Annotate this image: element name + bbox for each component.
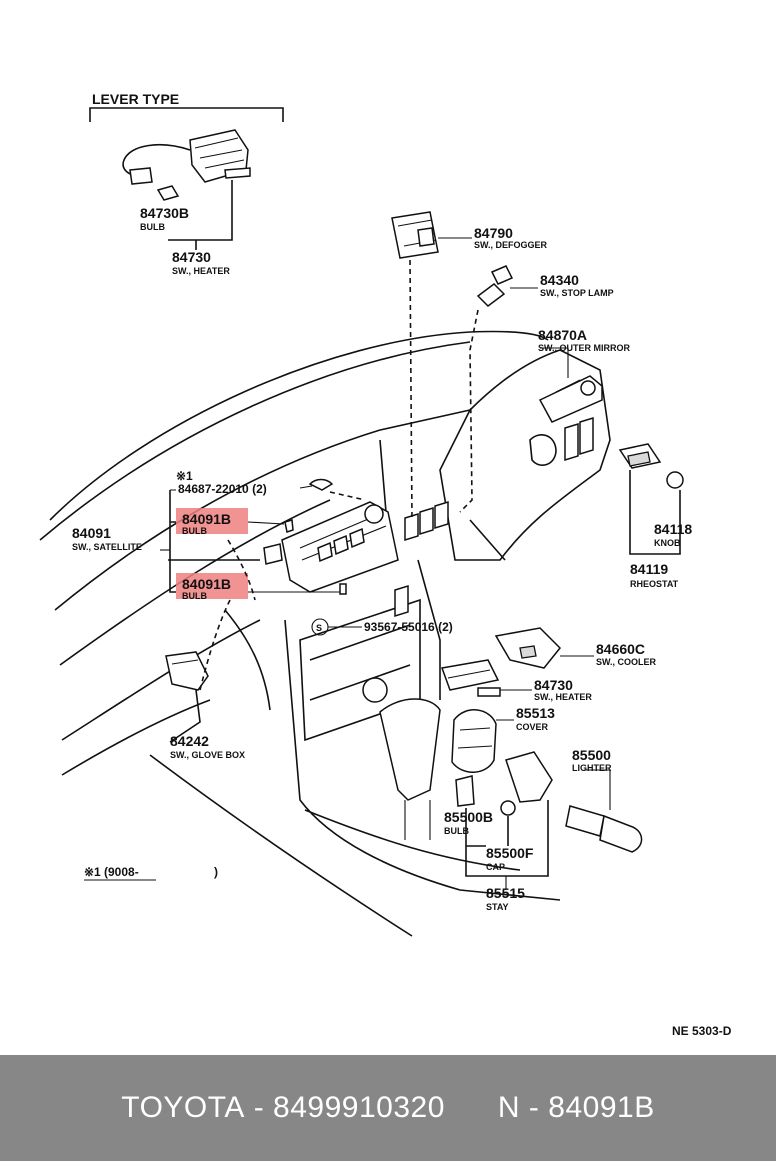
part-desc-84870A: SW., OUTER MIRROR [538, 343, 631, 353]
part-number-85500B: 85500B [444, 809, 493, 825]
cooler-switch: 84660C SW., COOLER [494, 627, 657, 669]
part-desc-84660C: SW., COOLER [596, 657, 657, 667]
stop-lamp-switch: 84340 SW., STOP LAMP [459, 265, 614, 513]
part-desc-84730-lever: SW., HEATER [172, 266, 230, 276]
parts-diagram: LEVER TYPE 84730B BULB 84730 SW., HEATER [39, 91, 732, 1038]
heater-switch-lower: 84730 SW., HEATER [440, 659, 592, 702]
footer-ref-separator: - [520, 1091, 549, 1124]
part-number-84119: 84119 [630, 561, 668, 577]
part-number-84091: 84091 [72, 525, 111, 541]
highlight-84091B-upper [176, 508, 248, 534]
footer-ref-part: 84091B [548, 1091, 655, 1124]
part-number-85513: 85513 [516, 705, 555, 721]
footnote-text: (9008- [104, 865, 139, 879]
part-desc-84118: KNOB [654, 538, 681, 548]
part-number-84870A: 84870A [538, 327, 587, 343]
part-desc-85500: LIGHTER [572, 763, 612, 773]
footer-brand: TOYOTA [121, 1091, 245, 1124]
rheostat-assembly: 84118 KNOB 84119 RHEOSTAT [618, 443, 692, 589]
part-number-85500F: 85500F [486, 845, 534, 861]
reference-code: NE 5303-D [672, 1024, 732, 1038]
part-number-84091B-upper: 84091B [182, 511, 231, 527]
part-number-84730B: 84730B [140, 205, 189, 221]
footnote-marker: ※1 [84, 865, 101, 879]
part-desc-84091B-upper: BULB [182, 526, 207, 536]
screw-84687-label: 84687-22010 (2) [178, 482, 267, 496]
footnote: ※1 (9008- ) [84, 865, 218, 881]
part-number-84340: 84340 [540, 272, 579, 288]
screw-93567-label: 93567-55016 (2) [364, 620, 453, 634]
part-desc-85500F: CAP [486, 862, 505, 872]
part-number-84118: 84118 [654, 521, 692, 537]
lighter-assembly: 85513 COVER 85500B BULB 85500F CAP 85515… [444, 705, 643, 912]
footer-ref-prefix: N [497, 1091, 521, 1124]
part-desc-85515: STAY [486, 902, 509, 912]
dashboard-outline [39, 330, 611, 937]
part-desc-84091B-lower: BULB [182, 591, 207, 601]
part-desc-84790: SW., DEFOGGER [474, 240, 548, 250]
footnote-marker-label: ※1 [176, 469, 193, 483]
part-desc-84730-lower: SW., HEATER [534, 692, 592, 702]
s-symbol: S [316, 623, 322, 633]
part-desc-84119: RHEOSTAT [630, 579, 679, 589]
footer-separator: - [244, 1091, 274, 1124]
part-number-84660C: 84660C [596, 641, 645, 657]
part-number-84730-lever: 84730 [172, 249, 211, 265]
part-number-85500: 85500 [572, 747, 611, 763]
part-number-84790: 84790 [474, 225, 513, 241]
footer-bar: TOYOTA - 8499910320 N - 84091B [0, 1055, 776, 1161]
part-desc-84242: SW., GLOVE BOX [170, 750, 245, 760]
footer-gap [445, 1091, 498, 1125]
part-desc-84091: SW., SATELLITE [72, 542, 142, 552]
footnote-close: ) [214, 865, 218, 879]
part-desc-85513: COVER [516, 722, 549, 732]
part-desc-84730B: BULB [140, 222, 165, 232]
part-number-85515: 85515 [486, 885, 525, 901]
highlight-84091B-lower [176, 573, 248, 599]
footer-text: TOYOTA - 8499910320 N - 84091B [121, 1091, 654, 1125]
heater-switch-lever-drawing [122, 129, 251, 201]
defogger-switch: 84790 SW., DEFOGGER [391, 211, 548, 521]
glove-box-switch: 84242 SW., GLOVE BOX [165, 599, 245, 760]
footer-part-number: 8499910320 [273, 1091, 445, 1124]
satellite-switch-labels: ※1 84687-22010 (2) 84091B BULB 84091 SW.… [72, 469, 453, 636]
part-desc-85500B: BULB [444, 826, 469, 836]
part-number-84091B-lower: 84091B [182, 576, 231, 592]
outer-mirror-switch: 84870A SW., OUTER MIRROR [538, 327, 631, 423]
part-desc-84340: SW., STOP LAMP [540, 288, 614, 298]
lever-type-label: LEVER TYPE [92, 91, 179, 107]
part-number-84730-lower: 84730 [534, 677, 573, 693]
lever-type-inset: LEVER TYPE 84730B BULB 84730 SW., HEATER [89, 91, 284, 276]
satellite-switch-drawing [263, 478, 399, 595]
part-number-84242: 84242 [170, 733, 209, 749]
